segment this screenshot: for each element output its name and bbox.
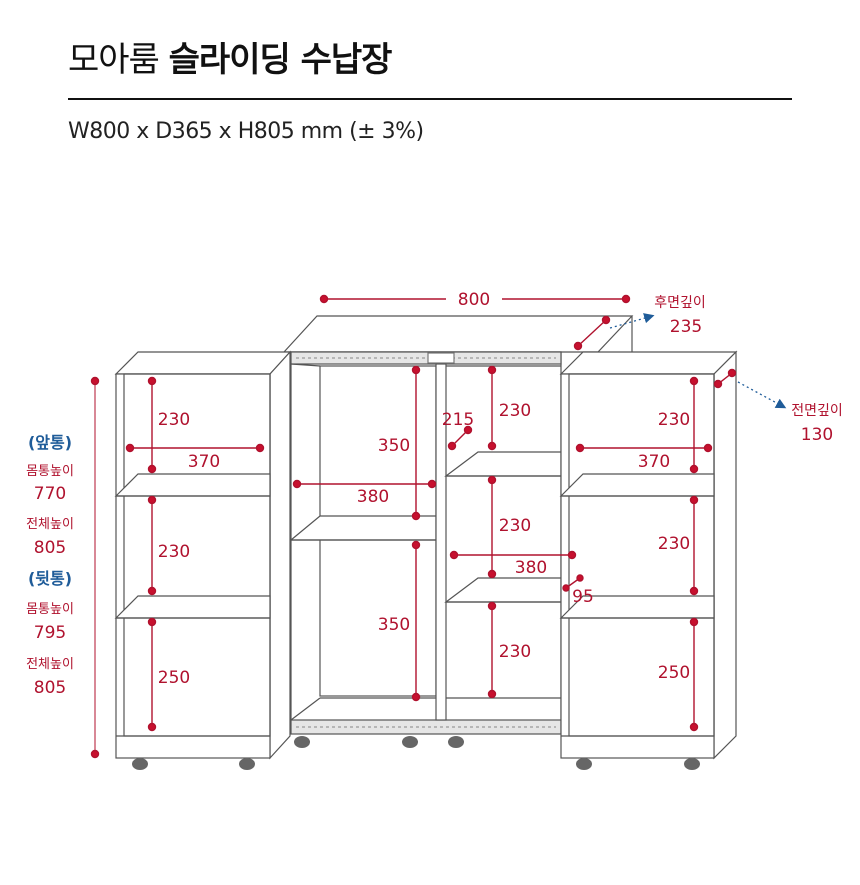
left-cabinet bbox=[114, 350, 292, 760]
brand-name: 모아룸 bbox=[68, 40, 169, 80]
front-total-height: 805 bbox=[34, 538, 66, 558]
label-left-mid: 230 bbox=[158, 542, 190, 562]
dim-line-inner-gap bbox=[562, 574, 584, 592]
label-inner-width: 380 bbox=[515, 558, 547, 578]
label-front-depth-title: 전면깊이 bbox=[791, 403, 843, 419]
label-right-width: 370 bbox=[638, 452, 670, 472]
product-name: 슬라이딩 수납장 bbox=[168, 40, 393, 80]
label-rear-depth-title: 후면깊이 bbox=[654, 295, 706, 311]
label-center-bottom: 350 bbox=[378, 615, 410, 635]
dim-line-inner-depth bbox=[447, 425, 473, 451]
label-inner-gap: 95 bbox=[572, 587, 594, 607]
front-cabinet-title: (앞통) bbox=[28, 433, 72, 452]
rear-cabinet-title: (뒷통) bbox=[28, 569, 72, 588]
leader-rear-depth bbox=[609, 313, 655, 329]
label-inner-mid: 230 bbox=[499, 516, 531, 536]
dim-line-left-top bbox=[147, 376, 157, 474]
label-right-bottom: 250 bbox=[658, 663, 690, 683]
rear-total-height: 805 bbox=[34, 678, 66, 698]
leader-front-depth bbox=[737, 381, 787, 409]
label-inner-bottom: 230 bbox=[499, 642, 531, 662]
rear-casters bbox=[294, 736, 464, 748]
dim-line-center-top bbox=[411, 365, 421, 521]
rear-cabinet bbox=[282, 315, 634, 735]
label-rear-depth: 235 bbox=[670, 317, 702, 337]
right-casters bbox=[576, 758, 700, 770]
rear-total-height-label: 전체높이 bbox=[26, 657, 74, 672]
dim-line-right-mid bbox=[689, 495, 699, 596]
rear-body-height-label: 몸통높이 bbox=[26, 602, 74, 617]
front-body-height: 770 bbox=[34, 484, 66, 504]
dim-line-center-bottom bbox=[411, 540, 421, 702]
product-dimensions: W800 x D365 x H805 mm (± 3%) bbox=[68, 119, 424, 144]
dim-line-front-depth bbox=[713, 368, 737, 389]
label-left-bottom: 250 bbox=[158, 668, 190, 688]
label-inner-top: 230 bbox=[499, 401, 531, 421]
page-title: 모아룸 슬라이딩 수납장 bbox=[68, 34, 393, 86]
label-front-depth: 130 bbox=[801, 425, 833, 445]
left-casters bbox=[132, 758, 255, 770]
label-center-top: 350 bbox=[378, 436, 410, 456]
front-total-height-label: 전체높이 bbox=[26, 517, 74, 532]
dim-line-left-mid bbox=[147, 495, 157, 596]
title-divider bbox=[68, 98, 792, 100]
label-center-width: 380 bbox=[357, 487, 389, 507]
dim-line-inner-mid bbox=[487, 475, 497, 579]
label-left-top: 230 bbox=[158, 410, 190, 430]
dim-line-center-width bbox=[292, 479, 437, 489]
rear-body-height: 795 bbox=[34, 623, 66, 643]
dim-line-left-width bbox=[125, 443, 265, 453]
label-right-mid: 230 bbox=[658, 534, 690, 554]
dim-line-total-width bbox=[319, 294, 631, 304]
dim-line-right-bottom bbox=[689, 617, 699, 732]
dim-line-inner-top bbox=[487, 365, 497, 451]
dim-line-overall-height bbox=[90, 376, 100, 759]
dim-line-inner-width bbox=[449, 550, 577, 560]
dim-line-inner-bottom bbox=[487, 601, 497, 699]
right-cabinet bbox=[559, 350, 738, 760]
label-right-top: 230 bbox=[658, 410, 690, 430]
dim-line-left-bottom bbox=[147, 617, 157, 732]
label-inner-depth: 215 bbox=[442, 410, 474, 430]
dim-line-right-top bbox=[689, 376, 699, 474]
front-body-height-label: 몸통높이 bbox=[26, 464, 74, 479]
dim-line-rear-depth bbox=[573, 315, 611, 351]
top-slide-rail bbox=[290, 351, 562, 365]
label-left-width: 370 bbox=[188, 452, 220, 472]
label-total-width: 800 bbox=[458, 290, 490, 310]
dim-line-right-width bbox=[575, 443, 713, 453]
